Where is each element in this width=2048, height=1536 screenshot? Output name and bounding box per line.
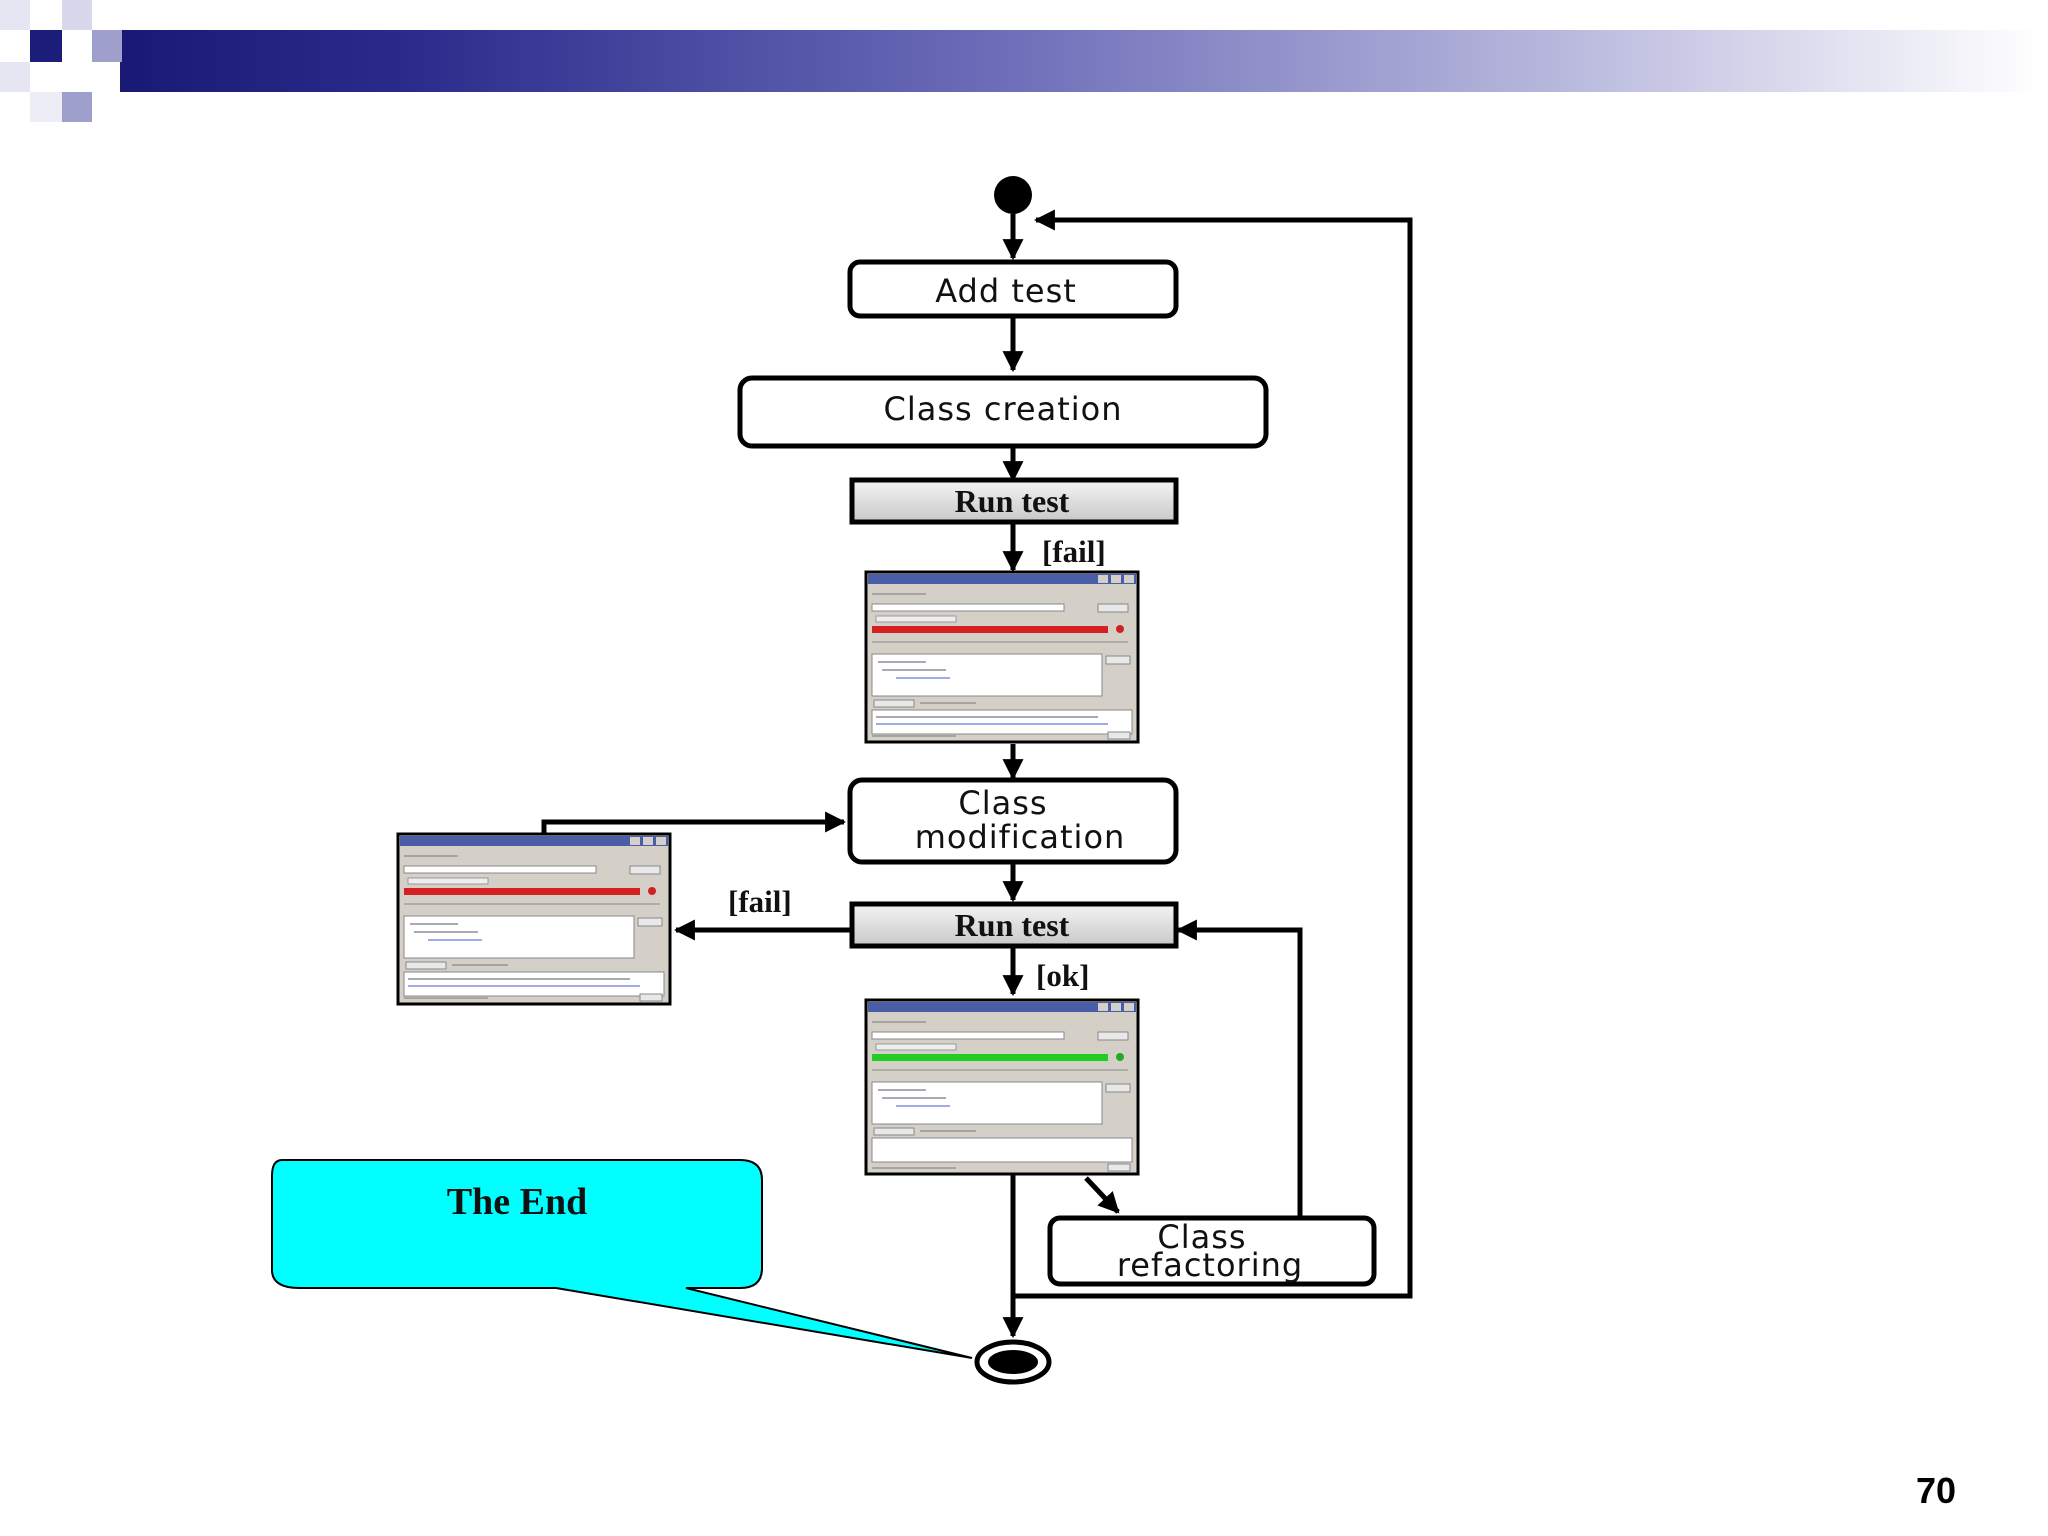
guard-fail-2: [fail]: [728, 884, 792, 919]
header-deco-square: [62, 0, 92, 30]
node-run-test-1-label: Run test: [955, 483, 1070, 519]
header-deco-square: [0, 0, 30, 30]
guard-fail-1: [fail]: [1042, 534, 1106, 569]
node-run-test-1: [849, 477, 1179, 525]
node-class-refactoring: [1047, 1215, 1377, 1287]
final-node: [974, 1339, 1052, 1385]
node-class-modification: [847, 777, 1179, 865]
node-class-creation-label: Class creation: [884, 390, 1123, 428]
junit-window-ok-bottom: [864, 998, 1140, 1176]
header-deco-square: [62, 92, 92, 122]
junit-window-fail-top: [864, 570, 1140, 744]
node-class-refactoring-label: refactoring: [1117, 1246, 1303, 1284]
header-deco-square: [92, 30, 122, 62]
connector: [1013, 209, 1413, 1299]
header-gradient-bar: [120, 30, 2040, 92]
node-add-test: [847, 259, 1179, 319]
initial-node: [994, 176, 1032, 214]
node-run-test-2-label: Run test: [955, 907, 1070, 943]
guard-ok: [ok]: [1036, 958, 1089, 993]
node-add-test-label: Add test: [935, 272, 1077, 310]
page-number: 70: [1915, 1470, 1956, 1511]
connector: [1175, 919, 1303, 1218]
junit-window-fail-left: [396, 832, 672, 1006]
callout-text: The End: [447, 1181, 587, 1223]
node-class-modification-label: modification: [915, 818, 1126, 856]
node-class-modification-label: Class: [958, 784, 1047, 822]
node-run-test-2: [849, 901, 1179, 949]
connector: [1084, 1176, 1120, 1214]
header-deco-square: [30, 30, 62, 62]
node-class-creation: [737, 375, 1269, 449]
connector: [541, 811, 847, 834]
header-deco-square: [30, 92, 62, 122]
node-class-refactoring-label: Class: [1157, 1218, 1246, 1256]
the-end-callout: The End: [271, 1159, 973, 1359]
header-deco-square: [0, 62, 30, 92]
